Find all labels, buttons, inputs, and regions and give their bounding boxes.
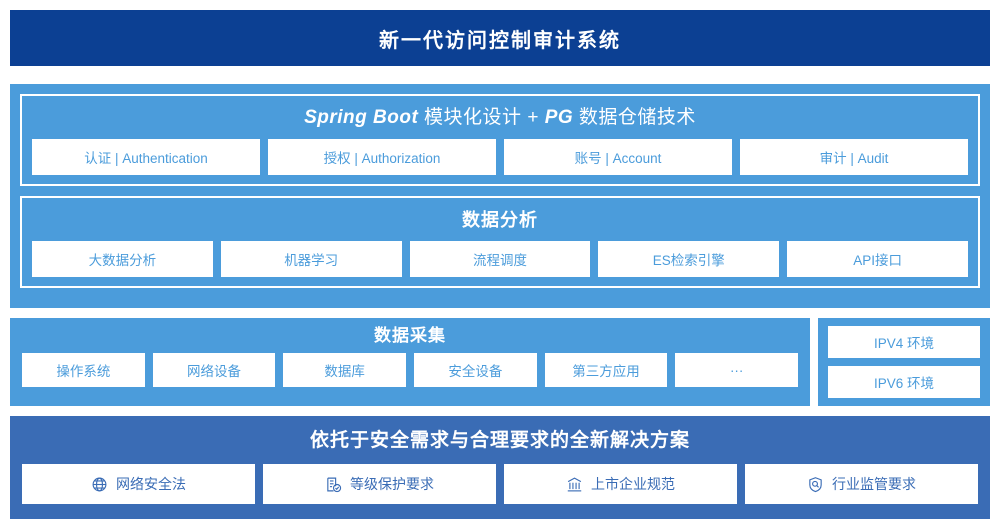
chip-account[interactable]: 账号 | Account xyxy=(504,139,732,175)
springboot-title-latin-1: Spring Boot xyxy=(304,107,419,128)
chip-label: 网络安全法 xyxy=(116,476,186,492)
chip-es-search-engine[interactable]: ES检索引擎 xyxy=(598,241,780,277)
chip-security-device[interactable]: 安全设备 xyxy=(414,353,537,387)
chip-label: 等级保护要求 xyxy=(350,476,434,492)
page-header: 新一代访问控制审计系统 xyxy=(10,10,990,66)
chip-industry-regulatory-requirement[interactable]: 行业监管要求 xyxy=(745,464,978,504)
chip-label: 操作系统 xyxy=(56,364,111,379)
springboot-chip-row: 认证 | Authentication 授权 | Authorization 账… xyxy=(32,139,968,175)
data-analysis-block-title: 数据分析 xyxy=(462,210,538,230)
chip-ipv6-environment[interactable]: IPV6 环境 xyxy=(828,366,980,398)
chip-process-scheduling[interactable]: 流程调度 xyxy=(409,241,591,277)
chip-label: 审计 | Audit xyxy=(819,151,889,166)
springboot-title-cn-1: 模块化设计 + xyxy=(418,107,545,128)
compliance-section: 依托于安全需求与合理要求的全新解决方案 网络安全法 xyxy=(10,416,990,519)
chip-cybersecurity-law[interactable]: 网络安全法 xyxy=(22,464,255,504)
data-collection-title: 数据采集 xyxy=(374,326,446,345)
chip-operating-system[interactable]: 操作系统 xyxy=(22,353,145,387)
chip-authorization[interactable]: 授权 | Authorization xyxy=(268,139,496,175)
chip-label: IPV6 环境 xyxy=(873,376,935,391)
chip-label: 安全设备 xyxy=(448,364,503,379)
data-analysis-chip-row: 大数据分析 机器学习 流程调度 ES检索引擎 API接口 xyxy=(32,241,968,277)
chip-authentication[interactable]: 认证 | Authentication xyxy=(32,139,260,175)
chip-api-interface[interactable]: API接口 xyxy=(787,241,968,277)
compliance-title: 依托于安全需求与合理要求的全新解决方案 xyxy=(309,430,690,451)
data-collection-section: 数据采集 操作系统 网络设备 数据库 安全设备 第三方应用 ··· xyxy=(10,318,810,406)
data-collection-chip-row: 操作系统 网络设备 数据库 安全设备 第三方应用 ··· xyxy=(22,353,799,387)
architecture-section: Spring Boot 模块化设计 + PG 数据仓储技术 认证 | Authe… xyxy=(10,84,990,308)
chip-label: 授权 | Authorization xyxy=(323,151,441,166)
chip-big-data-analysis[interactable]: 大数据分析 xyxy=(32,241,213,277)
chip-label: 上市企业规范 xyxy=(591,476,675,492)
springboot-title-latin-2: PG xyxy=(544,107,574,128)
chip-label: ··· xyxy=(729,362,744,378)
chip-third-party-application[interactable]: 第三方应用 xyxy=(544,353,668,387)
globe-icon xyxy=(91,476,108,493)
chip-machine-learning[interactable]: 机器学习 xyxy=(220,241,402,277)
chip-label: 机器学习 xyxy=(284,253,339,268)
chip-ipv4-environment[interactable]: IPV4 环境 xyxy=(828,326,980,358)
document-check-icon xyxy=(325,476,342,493)
ip-environment-section: IPV4 环境 IPV6 环境 xyxy=(818,318,990,406)
chip-listed-company-standard[interactable]: 上市企业规范 xyxy=(504,464,737,504)
page-title: 新一代访问控制审计系统 xyxy=(379,29,621,52)
chip-label: API接口 xyxy=(853,253,902,268)
chip-network-device[interactable]: 网络设备 xyxy=(152,353,276,387)
chip-audit[interactable]: 审计 | Audit xyxy=(740,139,968,175)
chip-graded-protection-requirement[interactable]: 等级保护要求 xyxy=(263,464,496,504)
springboot-block-title: Spring Boot 模块化设计 + PG 数据仓储技术 xyxy=(32,104,968,132)
chip-label: 行业监管要求 xyxy=(832,476,916,492)
chip-label: ES检索引擎 xyxy=(652,253,725,268)
bank-icon xyxy=(566,476,583,493)
shield-search-icon xyxy=(807,476,824,493)
chip-database[interactable]: 数据库 xyxy=(283,353,407,387)
chip-label: 流程调度 xyxy=(472,253,527,268)
chip-label: 数据库 xyxy=(324,364,365,379)
chip-more-ellipsis[interactable]: ··· xyxy=(675,353,799,387)
data-analysis-block: 数据分析 大数据分析 机器学习 流程调度 ES检索引擎 API接口 xyxy=(20,196,980,288)
chip-label: 大数据分析 xyxy=(88,253,157,268)
chip-label: 第三方应用 xyxy=(572,364,640,379)
chip-label: 认证 | Authentication xyxy=(84,151,208,166)
compliance-chip-row: 网络安全法 等级保护要求 xyxy=(22,464,978,504)
springboot-title-cn-2: 数据仓储技术 xyxy=(573,107,696,128)
springboot-block: Spring Boot 模块化设计 + PG 数据仓储技术 认证 | Authe… xyxy=(20,94,980,186)
chip-label: 网络设备 xyxy=(187,364,241,379)
chip-label: 账号 | Account xyxy=(574,151,662,166)
chip-label: IPV4 环境 xyxy=(873,336,935,351)
